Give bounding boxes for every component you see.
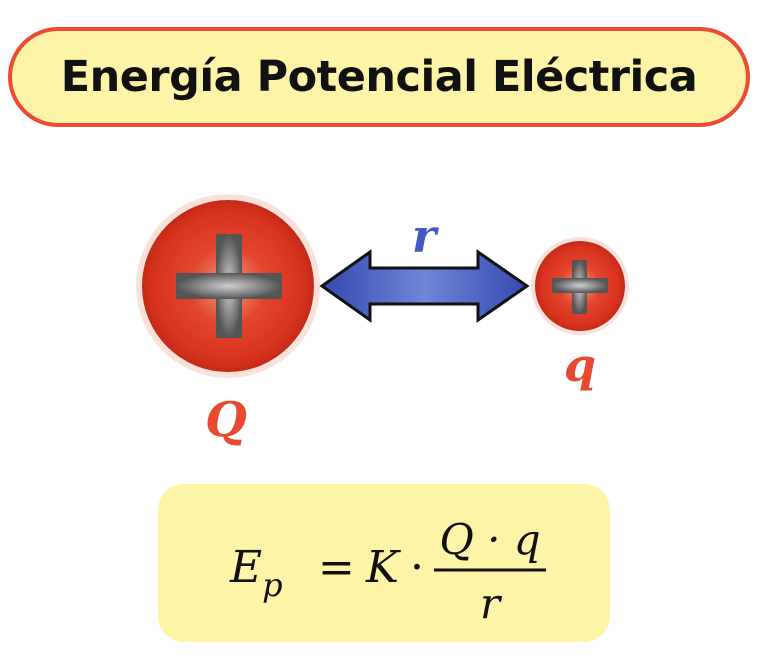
title-banner: Energía Potencial Eléctrica <box>8 27 750 127</box>
multiply-dot: · <box>410 542 424 593</box>
energy-subscript: p <box>262 566 282 604</box>
constant-k: K <box>365 542 401 593</box>
small-charge <box>531 237 629 335</box>
large-charge-label: Q <box>205 392 247 448</box>
small-charge-label: q <box>564 338 596 392</box>
fraction-numerator: Q · q <box>439 515 540 564</box>
distance-label: r <box>412 209 440 263</box>
equals-sign: = <box>318 542 355 593</box>
formula-box: Ep = K · Q · q r <box>158 484 610 642</box>
large-charge <box>136 194 320 378</box>
page-title: Energía Potencial Eléctrica <box>60 52 698 102</box>
formula-lhs: Ep <box>229 542 283 604</box>
formula: Ep = K · Q · q r <box>229 515 546 628</box>
plus-icon <box>552 260 608 314</box>
double-arrow-icon <box>319 249 530 323</box>
energy-symbol: E <box>229 542 262 593</box>
fraction-denominator: r <box>480 579 503 628</box>
plus-icon <box>176 234 282 338</box>
